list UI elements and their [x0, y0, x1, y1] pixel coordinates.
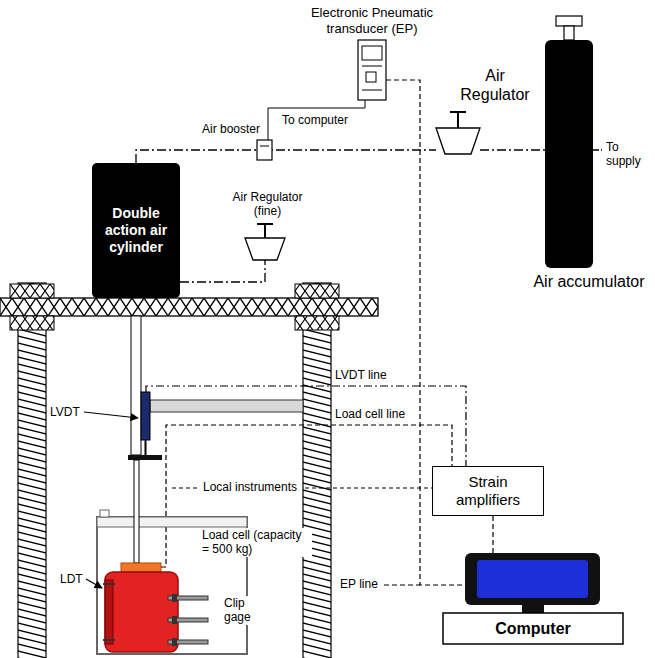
nut [295, 284, 339, 298]
air-regulator-symbol [436, 128, 480, 154]
soil-specimen [103, 584, 115, 640]
load-cell [121, 563, 161, 572]
computer-label-area: Computer [442, 613, 624, 645]
part-label: Load cell (capacity = 500 kg) [200, 528, 312, 557]
leader-arrow [86, 579, 102, 588]
specimen-frame [134, 460, 139, 563]
air-booster [260, 146, 269, 147]
air-booster [257, 140, 272, 160]
pneumatic-line [180, 260, 265, 282]
part-label: To computer [282, 113, 364, 127]
signal-wire [146, 80, 466, 585]
air-regulator-symbol [450, 112, 466, 128]
clip-gage [172, 616, 177, 624]
part-label: To supply [606, 140, 650, 169]
lvdt-sensor [150, 400, 303, 412]
part-label: Local instruments [198, 480, 302, 494]
piston-rod [131, 316, 141, 455]
leader-arrow [84, 412, 138, 588]
node-label: Strain amplifiers [439, 473, 537, 509]
soil-specimen [103, 572, 178, 652]
air-accumulator [564, 26, 574, 40]
part-label: Air accumulator [528, 272, 650, 291]
nut [10, 316, 54, 330]
lvdt-sensor [141, 392, 303, 455]
part-label: Air Regulator [455, 66, 535, 104]
specimen-frame [97, 517, 247, 527]
ep-transducer [358, 40, 386, 100]
clip-gage [172, 638, 177, 646]
signal-connector [492, 516, 493, 553]
part-label: LDT [60, 572, 86, 586]
monitor-case [465, 553, 600, 605]
ep-transducer [358, 40, 386, 100]
part-label: Air booster [196, 122, 260, 136]
specimen-frame [100, 510, 109, 517]
air-regulator-symbol [257, 224, 273, 238]
pneumatic-line [480, 149, 545, 150]
signal-wire [146, 386, 466, 466]
monitor-stand [522, 605, 544, 613]
node-label: Double action air cylinder [98, 205, 174, 255]
amplifier-box: Strain amplifiers [432, 466, 544, 516]
clip-gage [168, 594, 208, 646]
ep-transducer [362, 66, 382, 90]
computer: Computer [442, 553, 624, 645]
clip-gage [172, 594, 177, 602]
air-cylinder: Double action air cylinder [92, 163, 180, 298]
soil-specimen [105, 572, 178, 652]
part-label: Load cell line [335, 407, 417, 421]
monitor-screen [477, 560, 588, 598]
part-label: LVDT line [335, 368, 413, 382]
piston-rod [128, 316, 162, 460]
ep-transducer [362, 46, 382, 60]
lvdt-sensor [145, 440, 147, 455]
air-accumulator [545, 40, 593, 268]
part-label: Electronic Pneumatic transducer (EP) [292, 5, 452, 36]
part-label: LVDT [50, 405, 84, 419]
air-booster [257, 140, 272, 160]
leader-arrow [84, 412, 138, 418]
part-label: Air Regulator (fine) [225, 190, 310, 219]
signal-wire [161, 425, 452, 567]
threaded-rod [303, 283, 331, 658]
pneumatic-line [136, 150, 436, 163]
air-accumulator [556, 16, 582, 26]
load-cell [121, 563, 161, 572]
air-accumulator [545, 16, 593, 268]
pneumatic-line [136, 100, 602, 282]
threaded-rod [18, 283, 46, 658]
frame-beam [0, 298, 378, 316]
part-label: EP line [340, 577, 384, 591]
frame-beam [0, 298, 378, 316]
computer-base [443, 613, 623, 644]
air-regulator-symbol [245, 112, 480, 260]
pneumatic-line [593, 149, 602, 150]
ep-transducer [366, 72, 376, 82]
soil-specimen [105, 580, 113, 644]
nut [10, 284, 54, 298]
pneumatic-line [268, 100, 365, 140]
lvdt-sensor [141, 392, 150, 440]
air-regulator-symbol [245, 238, 285, 260]
signal-wire [384, 584, 420, 585]
nut [295, 316, 339, 330]
node-label: Computer [495, 619, 571, 638]
part-label: Clip gage [222, 596, 262, 625]
piston-rod [128, 455, 162, 460]
threaded-rod [18, 283, 331, 658]
